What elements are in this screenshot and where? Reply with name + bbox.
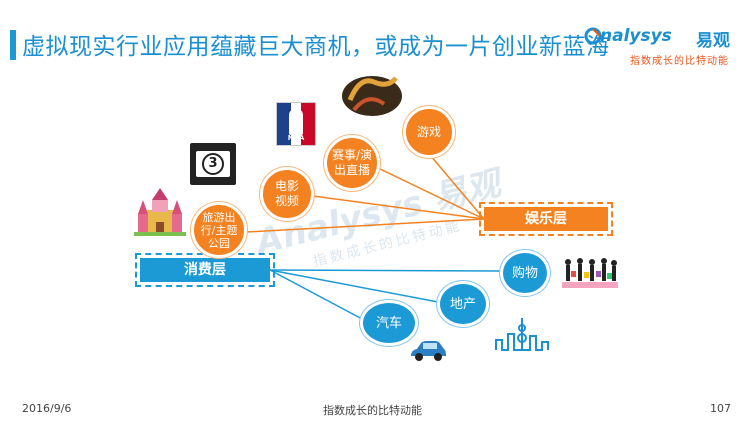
countdown-number: 3 [202,153,224,175]
bubble-live-events: 赛事/演 出直播 [324,135,380,191]
title-accent-bar [10,30,16,60]
bubble-shopping: 购物 [500,250,550,296]
bubble-automobile: 汽车 [360,300,418,346]
bubble-film-video: 电影 视频 [260,167,314,221]
footer-slogan: 指数成长的比特动能 [323,404,422,417]
castle-icon [134,188,186,236]
page-title: 虚拟现实行业应用蕴藏巨大商机，或成为一片创业新蓝海 [22,34,610,60]
bubble-travel-theme-park: 旅游出 行/主题 公园 [191,202,247,258]
logo-swirl-icon [584,27,602,45]
city-skyline-icon [495,318,549,351]
entertainment-layer-box: 娱乐层 [479,202,613,236]
film-countdown-icon: 3 [190,143,236,185]
logo-slogan: 指数成长的比特动能 [630,56,729,67]
nba-logo: NBA [276,102,316,146]
logo-wordmark: nalysys [600,26,672,46]
car-icon [411,341,446,361]
footer-date: 2016/9/6 [22,402,72,415]
bubble-games: 游戏 [403,106,455,158]
footer-page-number: 107 [710,402,731,415]
analysys-logo: nalysys 易观 指数成长的比特动能 [584,26,740,70]
consumer-layer-box: 消费层 [135,253,275,287]
bubble-real-estate: 地产 [437,281,489,327]
shoppers-icon [562,258,618,288]
game-logo-icon [342,76,402,116]
logo-chinese: 易观 [696,31,730,51]
